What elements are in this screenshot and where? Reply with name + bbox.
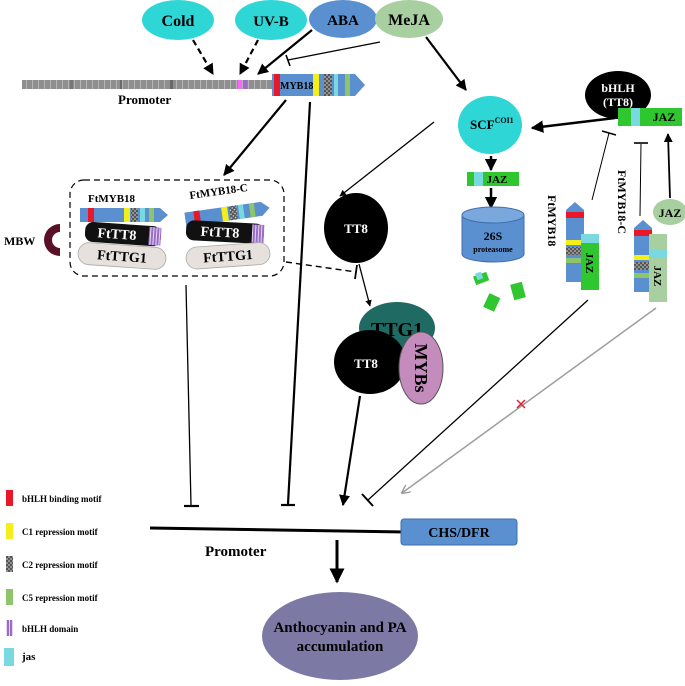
legend: bHLH binding motif C1 repression motif C… — [4, 490, 103, 666]
uvb-arrow — [239, 39, 259, 75]
aba-label: ABA — [327, 13, 359, 29]
mybs-label: MYBs — [411, 344, 431, 393]
complex-to-tt8-inhibit-bar — [354, 264, 358, 280]
meja-arrow — [425, 36, 467, 91]
complex-fttt8-left: FtTT8 — [84, 221, 162, 247]
legend-label: jas — [21, 651, 36, 663]
jaz-center-label: JAZ — [487, 174, 508, 186]
jaz-ftmyb18c: JAZ — [649, 234, 667, 302]
proteasome-line2: proteasome — [473, 245, 513, 254]
legend-item-bhlh-domain: bHLH domain — [6, 620, 78, 636]
complex-ftmyb18-gene — [80, 208, 168, 222]
meja-inhibit-line — [287, 41, 381, 61]
legend-label: C1 repression motif — [22, 527, 99, 537]
cold-label: Cold — [162, 13, 195, 30]
tt8-to-mbw-arrow — [358, 263, 372, 307]
promoter-bottom-line — [149, 526, 407, 534]
jaz-ftmyb18-label: JAZ — [583, 253, 595, 274]
ftmyb18-inhibit-bar — [601, 130, 617, 136]
aba-arrow — [257, 29, 313, 75]
scf-label: SCFCOI1 — [470, 116, 514, 132]
tt8-label: TT8 — [344, 221, 368, 236]
output-line1: Anthocyanin and PA — [273, 620, 406, 636]
complex-ftttg1-right-label: FtTTG1 — [203, 248, 254, 266]
output-line2: accumulation — [297, 639, 384, 655]
blocked-x-icon — [516, 399, 526, 409]
promoter-bar — [22, 80, 272, 89]
meja-inhibit-bar — [285, 54, 291, 67]
jaz-top-right: JAZ — [618, 108, 682, 126]
promoter-top-label: Promoter — [118, 92, 171, 107]
bhlh-line2: (TT8) — [603, 95, 633, 109]
legend-label: bHLH domain — [22, 624, 78, 634]
myb18-gene: MYB18 — [272, 74, 365, 96]
uvb-label: UV-B — [253, 14, 289, 30]
jaz-ftmyb18c-label: JAZ — [651, 266, 663, 287]
complex-fttt8-right: FtTT8 — [185, 220, 265, 244]
chs-dfr-box: CHS/DFR — [400, 518, 518, 546]
bhlh-tt8-node: bHLH (TT8) — [585, 71, 651, 119]
legend-item-c1: C1 repression motif — [6, 523, 99, 539]
mbw-complex-box — [69, 179, 285, 277]
jaz-to-scf-arrow — [530, 116, 616, 133]
ftmyb18-jaz-inhibit-bar — [361, 493, 374, 507]
legend-item-jas: jas — [4, 648, 36, 666]
meja-signal: MeJA — [375, 0, 443, 38]
mbw-crescent-icon — [44, 224, 60, 256]
complex-fttt8-right-label: FtTT8 — [200, 225, 240, 242]
cold-signal: Cold — [142, 0, 214, 40]
complex-ftttg1-left-label: FtTTG1 — [97, 248, 148, 266]
complex-ftmyb18c-label: FtMYB18-C — [189, 182, 249, 202]
legend-item-bhlh-binding: bHLH binding motif — [6, 490, 103, 506]
tt8-node: TT8 — [324, 193, 388, 263]
legend-label: C2 repression motif — [22, 560, 99, 570]
scf-to-tt8-arrow — [339, 121, 435, 197]
mybs-node: MYBs — [398, 331, 444, 405]
legend-item-c2: C2 repression motif — [6, 556, 99, 572]
scf-node: SCFCOI1 — [458, 96, 522, 154]
ftmyb18c-vertical-gene — [634, 220, 652, 292]
ftmyb18c-inhibit-line — [639, 143, 642, 217]
ftmyb18-jaz-to-promoter-line — [367, 299, 589, 501]
ftmyb18-vertical-gene — [566, 202, 584, 282]
uvb-signal: UV-B — [235, 0, 307, 40]
complex-ftttg1-left: FtTTG1 — [77, 242, 167, 270]
proteasome-26s: 26S proteasome — [461, 206, 525, 263]
myb18-to-complex-arrow — [223, 99, 287, 176]
jaz-oval: JAZ — [653, 199, 685, 225]
legend-label: bHLH binding motif — [22, 494, 103, 504]
ftmyb18c-jaz-grey-arrow — [402, 307, 657, 493]
chs-dfr-label: CHS/DFR — [428, 526, 490, 541]
complex-to-promoter-line — [185, 284, 192, 506]
complex-ftttg1-right: FtTTG1 — [185, 242, 271, 270]
jaz-fragments — [473, 271, 526, 312]
bhlh-line1: bHLH — [601, 81, 635, 95]
legend-item-c5: C5 repression motif — [6, 589, 99, 605]
complex-to-tt8-dashed-line — [285, 261, 357, 273]
tt8-cluster-label: TT8 — [354, 356, 378, 371]
myb18-gene-label: MYB18 — [280, 81, 313, 92]
jaz-oval-label: JAZ — [659, 206, 682, 220]
jaz-top-right-label: JAZ — [653, 110, 676, 124]
ftmyb18c-vertical-label: FtMYB18-C — [615, 170, 629, 234]
jaz-ftmyb18: JAZ — [581, 234, 599, 290]
cold-arrow — [192, 39, 214, 75]
proteasome-line1: 26S — [484, 229, 503, 243]
jaz-center: JAZ — [467, 172, 519, 186]
promoter-bottom-label: Promoter — [205, 544, 267, 560]
mbw-to-promoter-arrow — [339, 395, 362, 507]
legend-label: C5 repression motif — [22, 593, 99, 603]
complex-fttt8-left-label: FtTT8 — [97, 226, 137, 244]
output-node: Anthocyanin and PA accumulation — [262, 592, 418, 680]
meja-label: MeJA — [388, 12, 430, 29]
aba-signal: ABA — [309, 0, 377, 38]
mbw-label: MBW — [4, 234, 35, 248]
ftmyb18-vertical-label: FtMYB18 — [545, 195, 559, 246]
ftmyb18-inhibit-line — [591, 132, 610, 201]
myb18-to-promoter-line — [286, 101, 312, 505]
tt8-cluster-node: TT8 — [334, 330, 406, 394]
jaz-oval-arrow — [663, 133, 673, 199]
complex-ftmyb18-label: FtMYB18 — [88, 193, 136, 205]
